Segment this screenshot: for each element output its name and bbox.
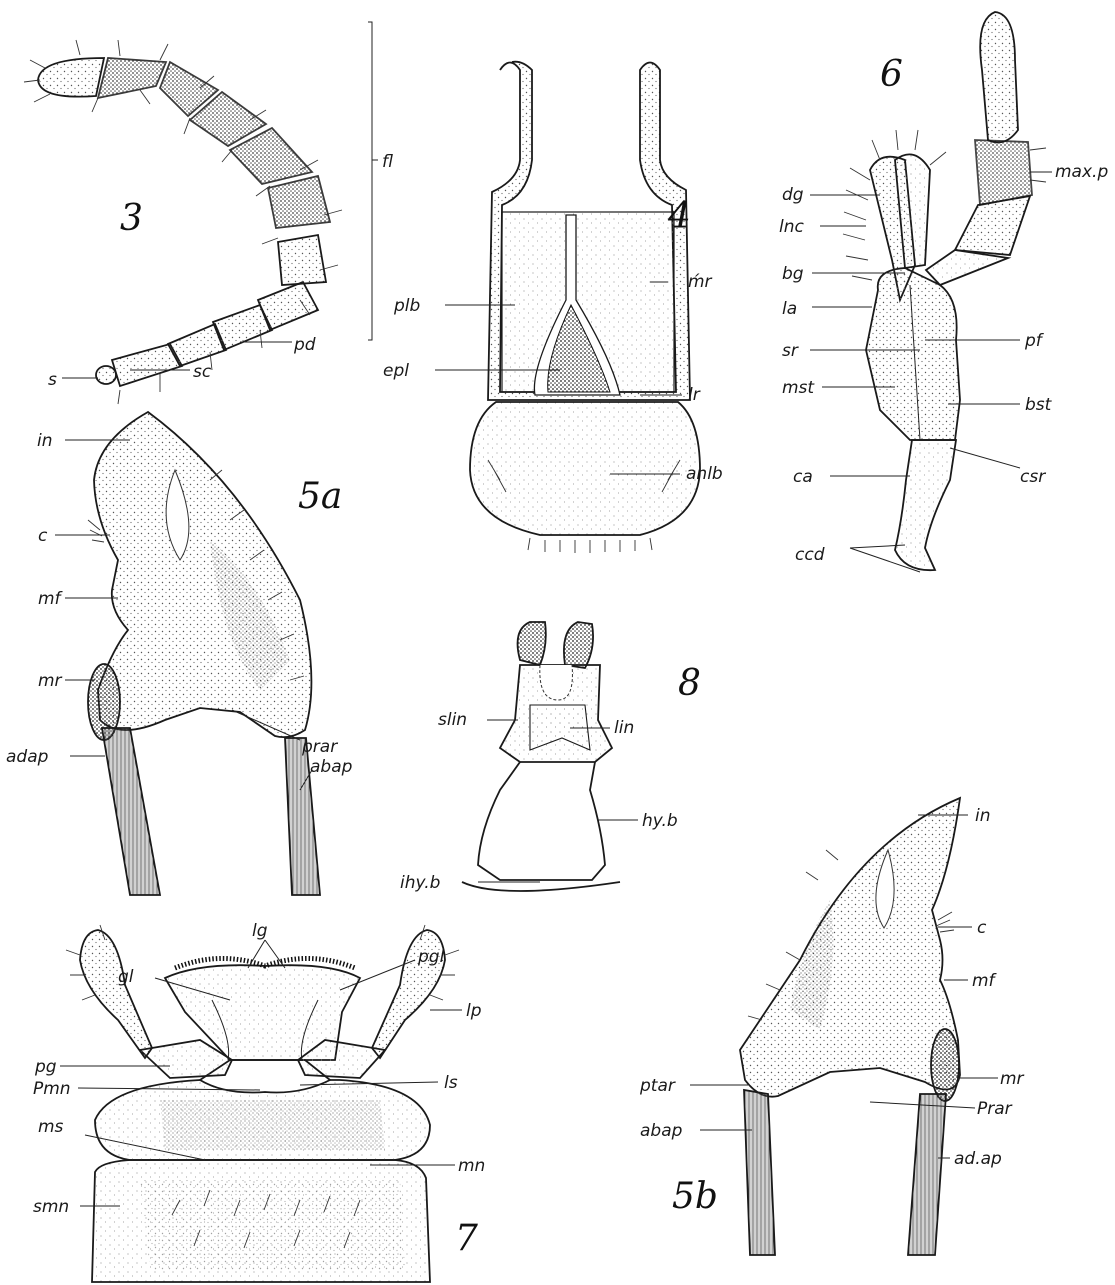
- fig4-label-mr: ḿr: [688, 272, 713, 292]
- fig6-label-mst: mst: [782, 378, 815, 398]
- adductor-apodeme: [102, 728, 160, 895]
- fig3-number: 3: [120, 198, 143, 239]
- fig8-number: 8: [678, 663, 701, 704]
- fig7-label-gl: gl: [118, 967, 134, 987]
- fig5b-number: 5b: [672, 1176, 718, 1217]
- fig5b-label-in: in: [975, 806, 991, 826]
- fig7-label-lg: lg: [252, 921, 268, 941]
- fig5a-label-mf: mf: [38, 589, 64, 609]
- fig6-label-csr: csr: [1020, 467, 1046, 487]
- anal-lobe: [470, 402, 700, 535]
- fig4-number: 4: [667, 196, 691, 237]
- fig7-label-pg: pg: [34, 1057, 57, 1077]
- fig4-label-anlb: anlb: [686, 464, 723, 484]
- fig5b-label-ptar: ptar: [639, 1076, 676, 1096]
- cardo: [895, 440, 956, 570]
- molar-region: [931, 1029, 959, 1101]
- fig5b-label-c: c: [977, 918, 987, 938]
- fig5b-label-mf: mf: [972, 971, 998, 991]
- fig3-label-s: s: [48, 370, 57, 390]
- adductor-apodeme: [908, 1094, 946, 1255]
- fig5a-label-mr: mr: [38, 671, 63, 691]
- fig5a-label-c: c: [38, 526, 48, 546]
- mandible-body: [740, 798, 960, 1097]
- fig6-label-ca: ca: [793, 467, 813, 487]
- fig8-label-lin: lin: [614, 718, 634, 738]
- fig7-label-smn: smn: [33, 1197, 69, 1217]
- fig8-label-ihyb: ihy.b: [400, 873, 440, 893]
- fig8-label-slin: slin: [438, 710, 467, 730]
- fig5b-label-adap: ad.ap: [954, 1149, 1002, 1169]
- figure-8-hypopharynx: 8 slin lin hy.b ihy.b: [400, 622, 701, 893]
- figure-5a-mandible: 5a in c mf mr adap prar abap: [6, 412, 353, 895]
- abductor-apodeme: [744, 1090, 775, 1255]
- fig7-number: 7: [455, 1218, 478, 1259]
- fig7-label-ms: ms: [38, 1117, 64, 1137]
- fig4-label-epl: epl: [383, 361, 409, 381]
- fig5a-label-prar: prar: [301, 737, 338, 757]
- fig7-label-ls: ls: [444, 1073, 458, 1093]
- fig7-label-pmn: Pmn: [33, 1079, 71, 1099]
- figure-3-antenna: fl 3 pd s sc: [24, 22, 393, 404]
- fig6-label-bst: bst: [1025, 395, 1053, 415]
- fig6-label-sr: sr: [782, 341, 799, 361]
- fig5b-label-mr: mr: [1000, 1069, 1025, 1089]
- figure-5b-mandible: 5b in c mf ptar mr Prar abap ad.ap: [639, 798, 1025, 1255]
- fig6-label-maxp: max.p: [1055, 162, 1108, 182]
- fig6-label-la: la: [782, 299, 797, 319]
- fig6-label-ccd: ccd: [795, 545, 825, 565]
- fig6-number: 6: [880, 54, 903, 95]
- fig6-label-pf: pf: [1024, 331, 1045, 351]
- mandible-body: [94, 412, 311, 737]
- fig5a-number: 5a: [298, 476, 342, 517]
- fig5b-label-abap: abap: [640, 1121, 683, 1141]
- fig6-label-bg: bg: [782, 264, 804, 284]
- fig7-label-mn: mn: [458, 1156, 485, 1176]
- figure-4-epipharynx: 4 ḿr plb epl lr anlb: [383, 62, 723, 553]
- fig4-label-plb: plb: [393, 296, 420, 316]
- labial-palp: [80, 930, 152, 1058]
- antenna-segments: [38, 58, 330, 386]
- fig5a-label-abap: abap: [310, 757, 353, 777]
- fig8-label-hyb: hy.b: [642, 811, 678, 831]
- fig7-label-pgl: pgl: [417, 947, 445, 967]
- figure-7-labium: 7 lg gl pgl lp pg Pmn ls ms mn smn: [33, 921, 485, 1282]
- figure-6-maxilla: 6 max.p dg lnc bg la pf sr mst bst ca cs…: [779, 12, 1108, 572]
- fig7-label-lp: lp: [466, 1001, 482, 1021]
- fig6-label-dg: dg: [782, 185, 804, 205]
- fig6-label-lnc: lnc: [779, 217, 804, 237]
- fig5a-label-in: in: [37, 431, 53, 451]
- fig5b-label-prar: Prar: [977, 1099, 1013, 1119]
- maxillary-palp: [926, 12, 1032, 285]
- maxilla-body: [866, 154, 960, 570]
- fig5a-label-adap: adap: [6, 747, 49, 767]
- fig4-label-lr: lr: [688, 385, 701, 405]
- fig3-label-sc: sc: [193, 362, 212, 382]
- fig3-label-fl: fl: [382, 152, 393, 172]
- fig3-label-pd: pd: [293, 335, 316, 355]
